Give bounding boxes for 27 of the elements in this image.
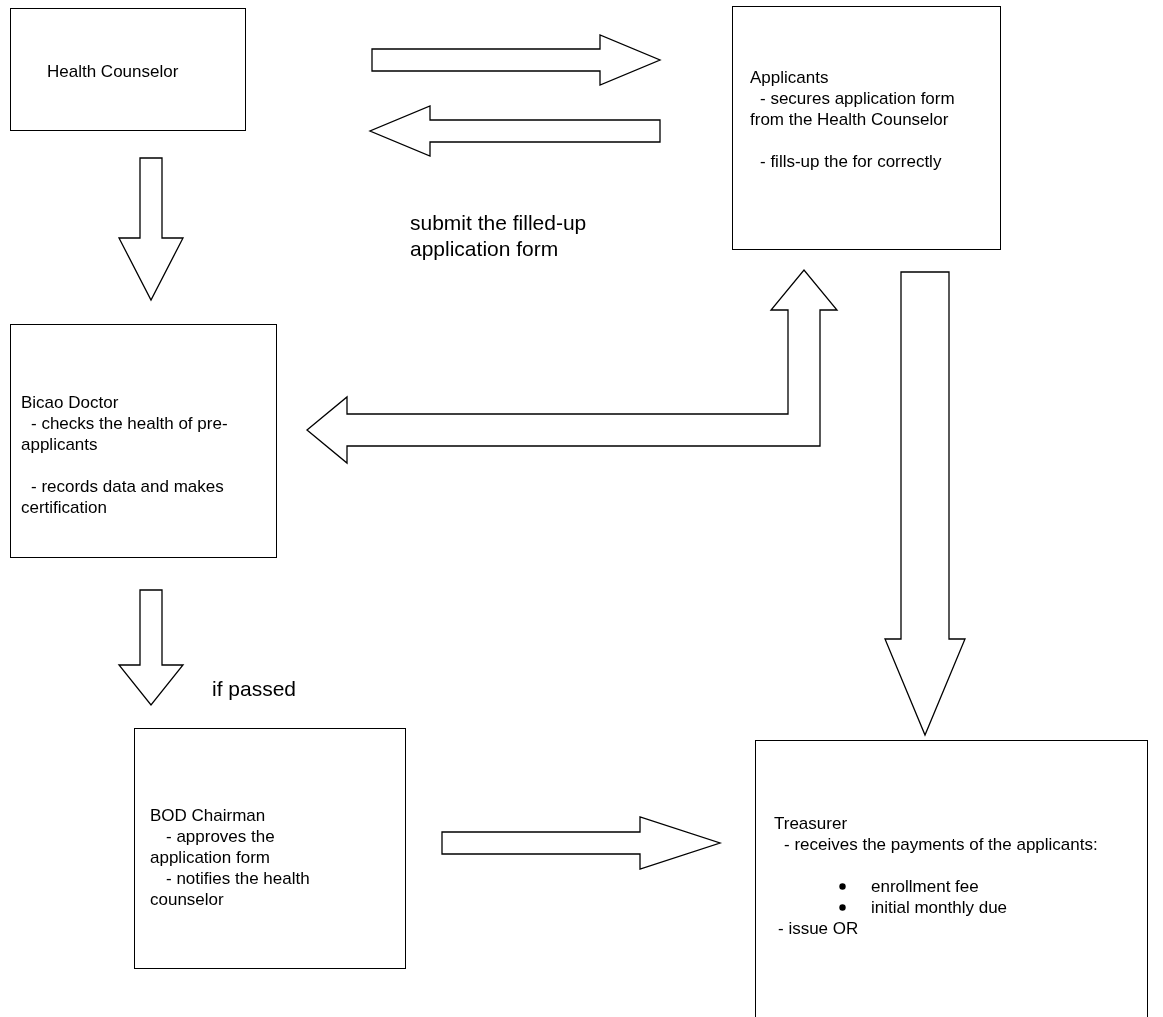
node-text: Applicants: [750, 67, 830, 88]
block-arrow: [441, 816, 723, 870]
block-arrow: [371, 34, 662, 86]
block-arrow: [117, 589, 185, 707]
node-text: - secures application form from the Health Counselor: [750, 88, 956, 130]
block-arrow: [305, 268, 839, 465]
node-text: - issue OR: [777, 918, 860, 939]
process-box: [755, 740, 1148, 1017]
process-box: [10, 8, 246, 131]
block-arrow: [368, 105, 661, 157]
process-box: [10, 324, 277, 558]
process-box: [732, 6, 1001, 250]
node-text: - checks the health of pre-applicants: [21, 413, 229, 455]
block-arrow: [884, 271, 966, 737]
node-text: enrollment fee: [871, 876, 980, 897]
node-text: - records data and makes certification: [21, 476, 225, 518]
node-text: initial monthly due: [871, 897, 1009, 918]
node-text: - notifies the health counselor: [150, 868, 311, 910]
node-text: Health Counselor: [47, 61, 180, 82]
process-box: [134, 728, 406, 969]
node-text: - fills-up the for correctly: [759, 151, 943, 172]
node-text: BOD Chairman: [150, 805, 267, 826]
node-text: Treasurer: [774, 813, 849, 834]
block-arrow: [117, 157, 185, 302]
node-text: Bicao Doctor: [21, 392, 120, 413]
node-text: - receives the payments of the applicants:: [783, 834, 1099, 855]
node-text: - approves the application form: [150, 826, 276, 868]
